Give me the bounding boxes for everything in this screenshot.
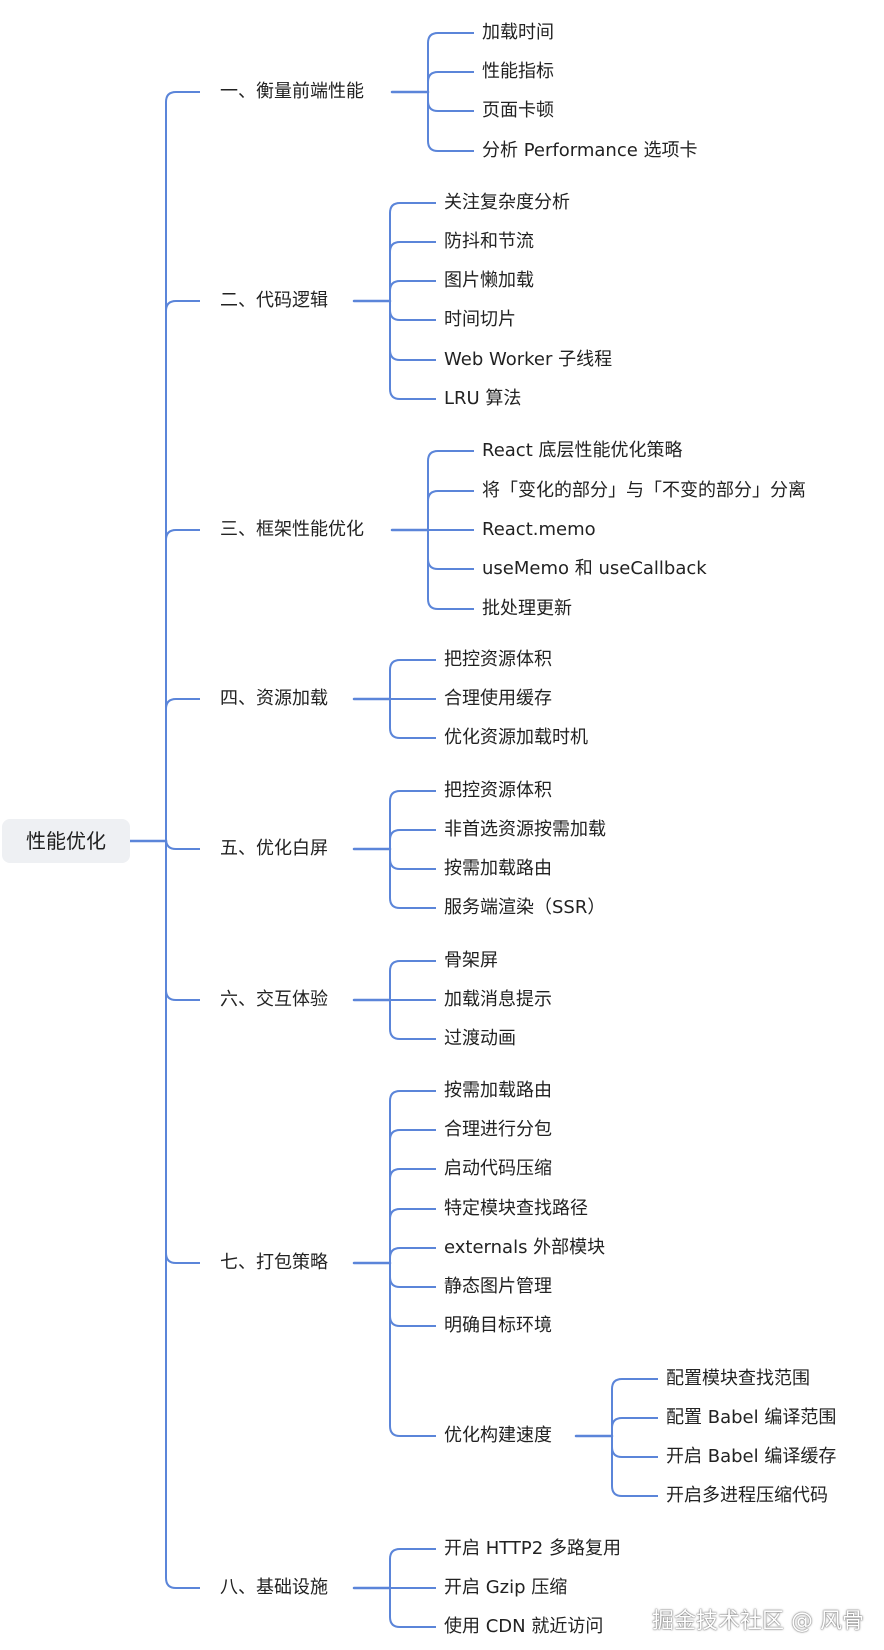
branch-2-item-3[interactable]: 图片懒加载 (444, 270, 534, 291)
branch-7-sub-item-4[interactable]: 开启多进程压缩代码 (666, 1485, 828, 1506)
branch-1-item-1[interactable]: 加载时间 (482, 22, 554, 43)
branch-8-item-3[interactable]: 使用 CDN 就近访问 (444, 1616, 604, 1637)
branch-7-item-3[interactable]: 启动代码压缩 (444, 1158, 552, 1179)
branch-5-item-4[interactable]: 服务端渲染（SSR） (444, 897, 606, 918)
branch-8-item-2[interactable]: 开启 Gzip 压缩 (444, 1577, 568, 1598)
branch-7-label[interactable]: 七、打包策略 (220, 1252, 328, 1273)
root-connectors (165, 91, 200, 1589)
branch-6-item-1[interactable]: 骨架屏 (444, 950, 498, 971)
branch-8-connectors (389, 1548, 436, 1628)
branch-7-sub-item-1[interactable]: 配置模块查找范围 (666, 1368, 810, 1389)
branch-7-sub-item-3[interactable]: 开启 Babel 编译缓存 (666, 1446, 837, 1467)
branch-3-item-4[interactable]: useMemo 和 useCallback (482, 558, 707, 579)
root-node-box[interactable] (2, 819, 130, 863)
branch-2-item-6[interactable]: LRU 算法 (444, 388, 522, 409)
branch-2-label[interactable]: 二、代码逻辑 (220, 290, 328, 311)
branch-6-label[interactable]: 六、交互体验 (220, 989, 328, 1010)
branch-1-item-4[interactable]: 分析 Performance 选项卡 (482, 140, 698, 161)
branch-5-item-1[interactable]: 把控资源体积 (444, 780, 552, 801)
branch-1-item-3[interactable]: 页面卡顿 (482, 100, 554, 121)
branch-5-item-3[interactable]: 按需加载路由 (444, 858, 552, 879)
branch-7-item-1[interactable]: 按需加载路由 (444, 1080, 552, 1101)
branch-5-label[interactable]: 五、优化白屏 (220, 838, 328, 859)
branch-8-label[interactable]: 八、基础设施 (220, 1577, 328, 1598)
branch-7-sub-connectors (611, 1378, 658, 1497)
branch-3-item-5[interactable]: 批处理更新 (482, 598, 572, 619)
branch-3-item-3[interactable]: React.memo (482, 519, 596, 540)
branch-5-connectors (389, 790, 436, 909)
branch-2-connectors (389, 202, 436, 400)
branch-6-item-2[interactable]: 加载消息提示 (444, 989, 552, 1010)
branch-1-label[interactable]: 一、衡量前端性能 (220, 81, 364, 102)
branch-1-connectors (427, 32, 474, 152)
root-node-label: 性能优化 (26, 829, 106, 853)
branch-3-item-1[interactable]: React 底层性能优化策略 (482, 440, 683, 461)
watermark: 掘金技术社区 @ 风骨 (652, 1609, 864, 1634)
branch-7-item-5[interactable]: externals 外部模块 (444, 1237, 606, 1258)
branch-6-connectors (389, 960, 436, 1040)
branch-8-item-1[interactable]: 开启 HTTP2 多路复用 (444, 1538, 621, 1559)
branch-7-connectors (389, 1090, 436, 1437)
branch-4-item-1[interactable]: 把控资源体积 (444, 649, 552, 670)
branch-2-item-1[interactable]: 关注复杂度分析 (444, 192, 570, 213)
branch-3-item-2[interactable]: 将「变化的部分」与「不变的部分」分离 (482, 480, 806, 501)
branch-7-item-7[interactable]: 明确目标环境 (444, 1315, 552, 1336)
branch-3-label[interactable]: 三、框架性能优化 (220, 519, 364, 540)
branch-2-item-5[interactable]: Web Worker 子线程 (444, 349, 613, 370)
branch-2-item-2[interactable]: 防抖和节流 (444, 231, 534, 252)
branch-2-item-4[interactable]: 时间切片 (444, 309, 516, 330)
branch-4-label[interactable]: 四、资源加载 (220, 688, 328, 709)
branch-5-item-2[interactable]: 非首选资源按需加载 (444, 819, 606, 840)
branch-1-item-2[interactable]: 性能指标 (482, 61, 554, 82)
branch-7-item-4[interactable]: 特定模块查找路径 (444, 1198, 588, 1219)
branch-3-connectors (427, 450, 474, 610)
branch-7-sub-item-2[interactable]: 配置 Babel 编译范围 (666, 1407, 837, 1428)
branch-4-item-3[interactable]: 优化资源加载时机 (444, 727, 588, 748)
branch-4-connectors (389, 659, 436, 739)
branch-6-item-3[interactable]: 过渡动画 (444, 1028, 516, 1049)
branch-4-item-2[interactable]: 合理使用缓存 (444, 688, 552, 709)
branch-7-item-2[interactable]: 合理进行分包 (444, 1119, 552, 1140)
branch-7-item-6[interactable]: 静态图片管理 (444, 1276, 552, 1297)
branch-7-item-8[interactable]: 优化构建速度 (444, 1425, 552, 1446)
